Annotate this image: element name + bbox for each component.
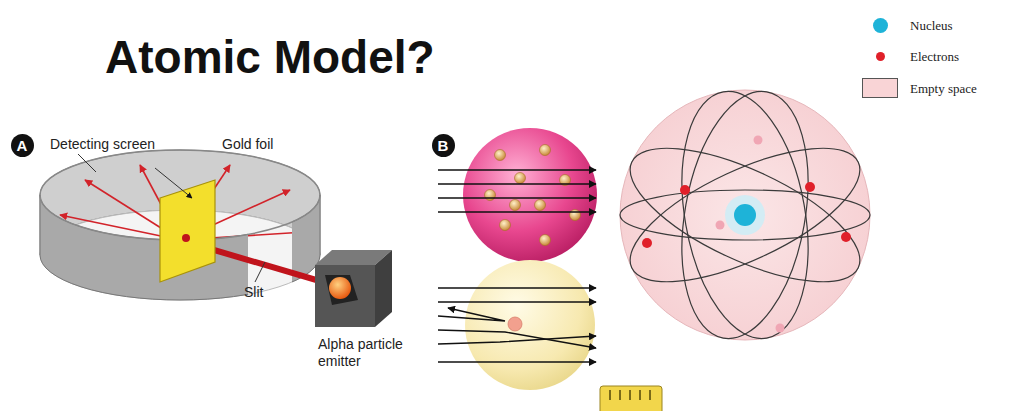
legend-swatch — [862, 78, 898, 98]
badge-letter: A — [17, 138, 28, 153]
title: Atomic Model? — [105, 32, 435, 83]
legend-swatch — [876, 52, 885, 61]
legend-text: Nucleus — [910, 18, 953, 34]
legend-text: Empty space — [910, 81, 977, 97]
part-label: Alpha particle emitter — [318, 336, 428, 370]
panel-badge: A — [11, 134, 34, 157]
part-label: Detecting screen — [50, 136, 155, 153]
badge-letter: B — [438, 138, 449, 153]
legend-swatch — [873, 18, 888, 33]
part-label: Slit — [244, 284, 263, 301]
panel-badge: B — [432, 134, 455, 157]
part-label: Gold foil — [222, 136, 273, 153]
legend-text: Electrons — [910, 49, 959, 65]
